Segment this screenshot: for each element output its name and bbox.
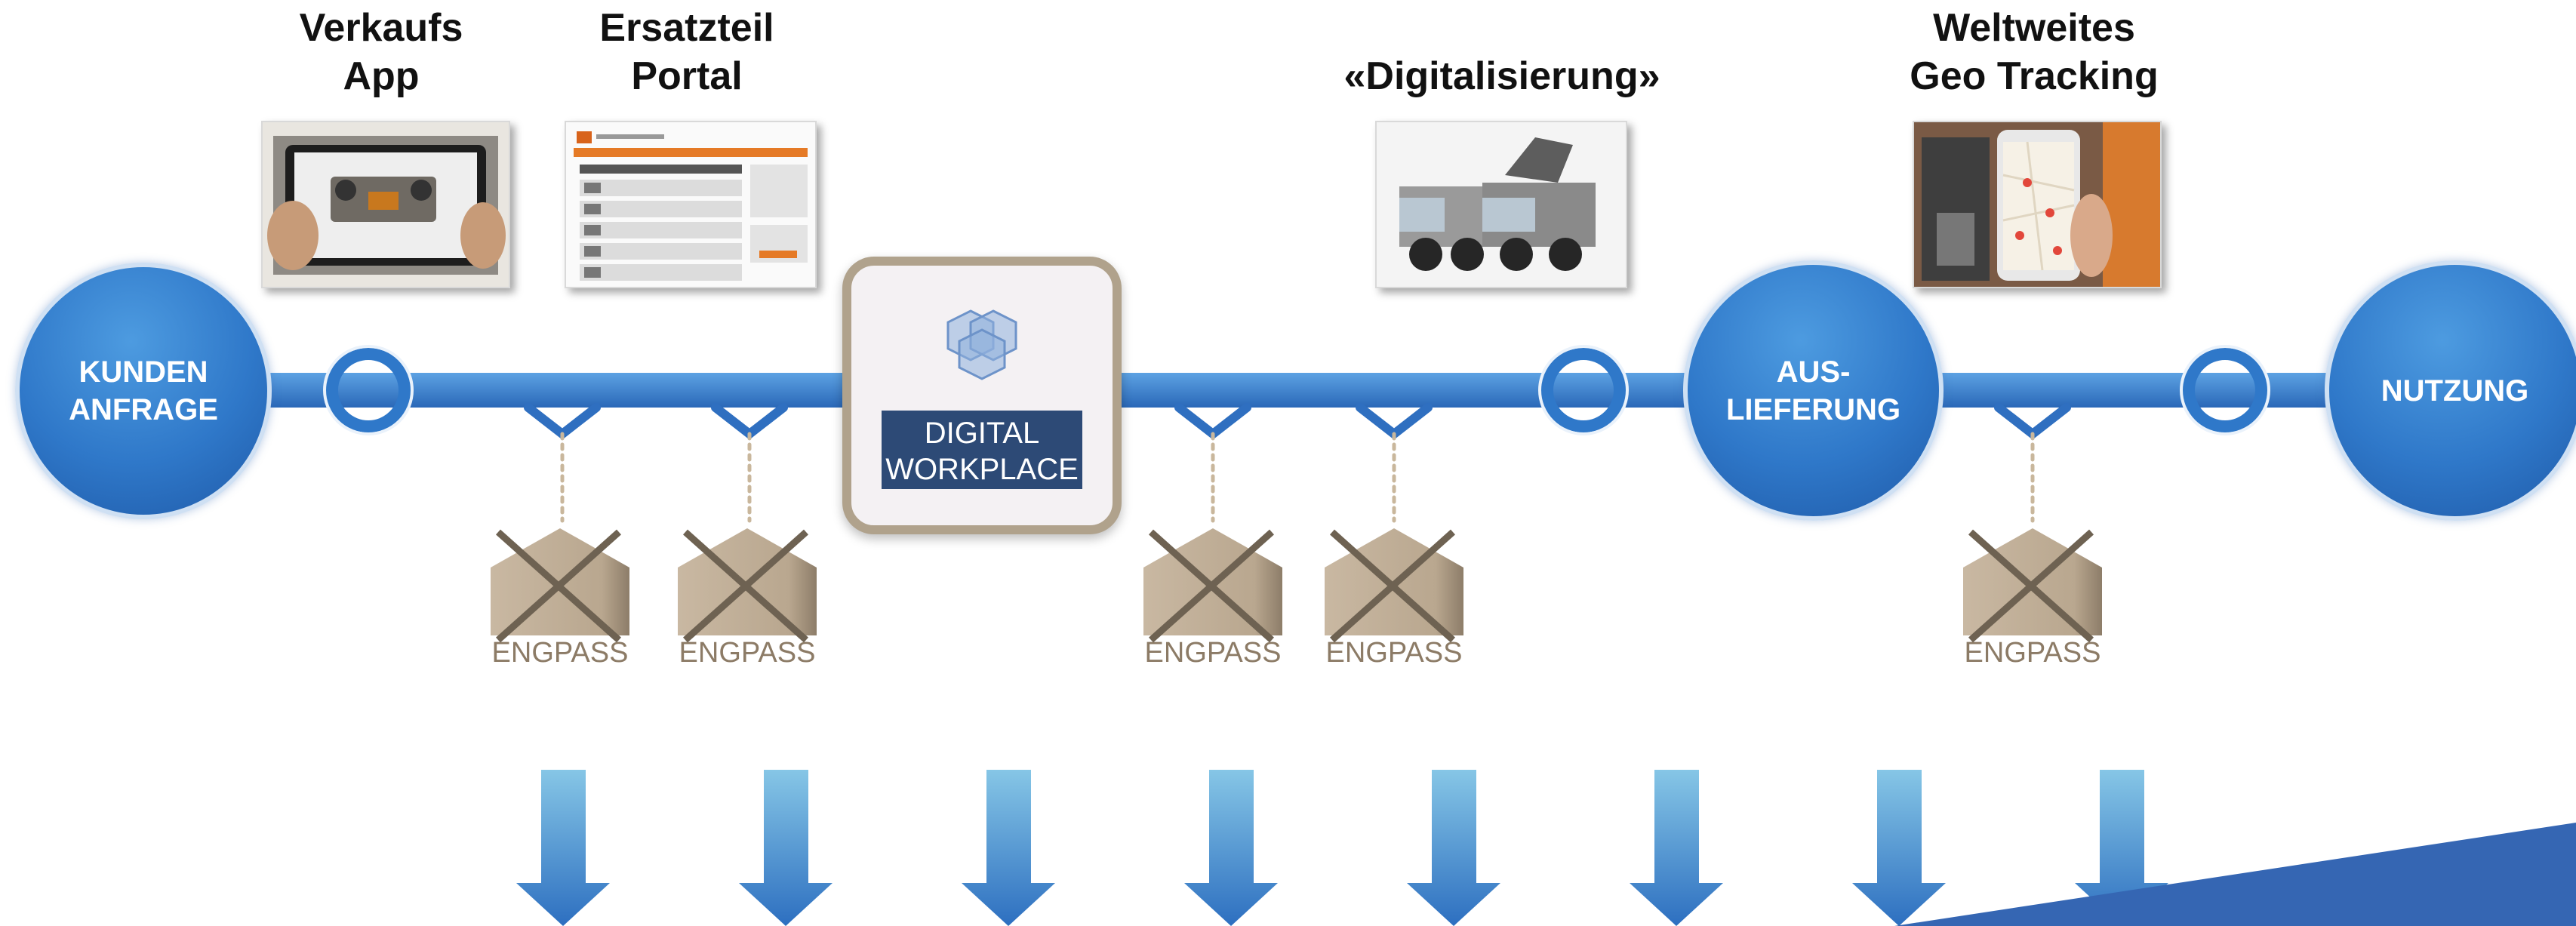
engpass-icon — [1143, 528, 1282, 643]
down-arrow — [1184, 770, 1278, 926]
label-digitalisierung: «Digitalisierung» — [1343, 54, 1660, 98]
engpass-label: ENGPASS — [491, 637, 629, 669]
sales-app-thumbnail — [261, 121, 510, 288]
down-arrow — [1407, 770, 1500, 926]
geo-tracking-thumbnail — [1913, 121, 2162, 288]
digital-workplace-label: DIGITAL WORKPLACE — [882, 411, 1082, 489]
stage-kunden-anfrage: KUNDEN ANFRAGE — [15, 263, 272, 519]
down-arrow — [1630, 770, 1723, 926]
down-arrow — [962, 770, 1055, 926]
ring-connector — [1538, 345, 1629, 435]
engpass-icon — [678, 528, 817, 643]
funnel-marker — [711, 403, 788, 523]
funnel-marker — [1356, 403, 1433, 523]
label-verkaufs-app: Verkaufs App — [299, 6, 463, 98]
down-arrow — [516, 770, 610, 926]
funnel-marker — [524, 403, 601, 523]
ring-connector — [2180, 345, 2270, 435]
ring-connector — [323, 345, 414, 435]
engpass-icon — [1325, 528, 1463, 643]
funnel-marker — [1994, 403, 2071, 523]
digital-workplace: DIGITAL WORKPLACE — [842, 257, 1122, 534]
corner-wedge — [1894, 823, 2576, 926]
down-arrow — [2075, 770, 2168, 926]
funnel-marker — [1174, 403, 1251, 523]
parts-portal-thumbnail — [565, 121, 817, 288]
engpass-icon — [491, 528, 629, 643]
label-ersatzteil-portal: Ersatzteil Portal — [599, 6, 774, 98]
down-arrow — [1852, 770, 1946, 926]
engpass-label: ENGPASS — [1325, 637, 1463, 669]
down-arrow — [739, 770, 833, 926]
engpass-label: ENGPASS — [1144, 637, 1282, 669]
trucks-thumbnail — [1375, 121, 1627, 288]
engpass-icon — [1963, 528, 2102, 643]
stage-nutzung: NUTZUNG — [2325, 260, 2576, 521]
engpass-label: ENGPASS — [679, 637, 816, 669]
cube-logo-icon — [946, 309, 1017, 380]
label-geo-tracking: Weltweites Geo Tracking — [1910, 6, 2159, 98]
engpass-label: ENGPASS — [1964, 637, 2101, 669]
timeline-bar — [249, 373, 2362, 408]
stage-auslieferung: AUS- LIEFERUNG — [1683, 260, 1944, 521]
engpass-connectors — [524, 403, 2071, 523]
